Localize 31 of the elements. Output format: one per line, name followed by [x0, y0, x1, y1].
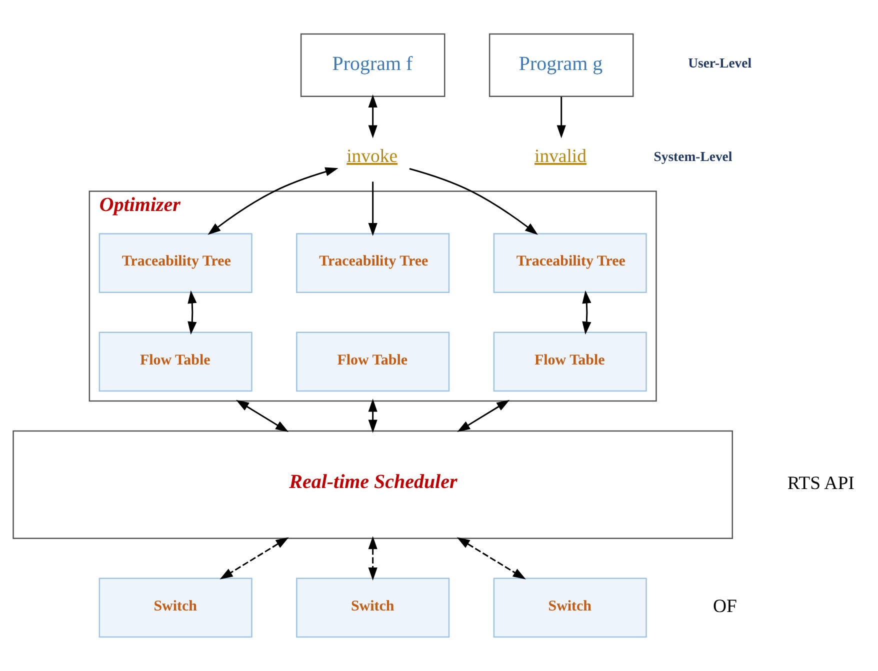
- arrow: [582, 290, 592, 335]
- node-box: Switch: [493, 578, 647, 638]
- node-box: Traceability Tree: [98, 233, 252, 294]
- node-box: Switch: [296, 578, 450, 638]
- label: System-Level: [654, 149, 732, 164]
- arrow: [456, 537, 526, 580]
- arrow: [188, 290, 197, 335]
- arrow: [556, 96, 566, 138]
- node-box: Traceability Tree: [493, 233, 647, 294]
- arrow: [368, 536, 378, 581]
- node-box: Traceability Tree: [296, 233, 450, 294]
- node-box: Switch: [98, 578, 252, 638]
- label: RTS API: [787, 473, 854, 494]
- arrow: [236, 400, 289, 432]
- arrow: [208, 167, 338, 235]
- node-box: Flow Table: [98, 332, 252, 392]
- label: User-Level: [688, 55, 752, 70]
- node-box: Flow Table: [296, 332, 450, 392]
- arrow: [368, 94, 378, 138]
- arrow: [220, 537, 289, 580]
- node-text: invoke: [346, 146, 398, 167]
- node-box: Program g: [488, 33, 634, 98]
- label: OF: [713, 596, 737, 618]
- node-text: invalid: [534, 146, 587, 167]
- node-box: Program f: [300, 33, 446, 98]
- arrow: [457, 400, 510, 432]
- node-box: Flow Table: [493, 332, 647, 392]
- node-box: Real-time Scheduler: [12, 430, 734, 539]
- arrow: [368, 182, 378, 236]
- arrow: [409, 168, 538, 235]
- arrow: [368, 398, 378, 433]
